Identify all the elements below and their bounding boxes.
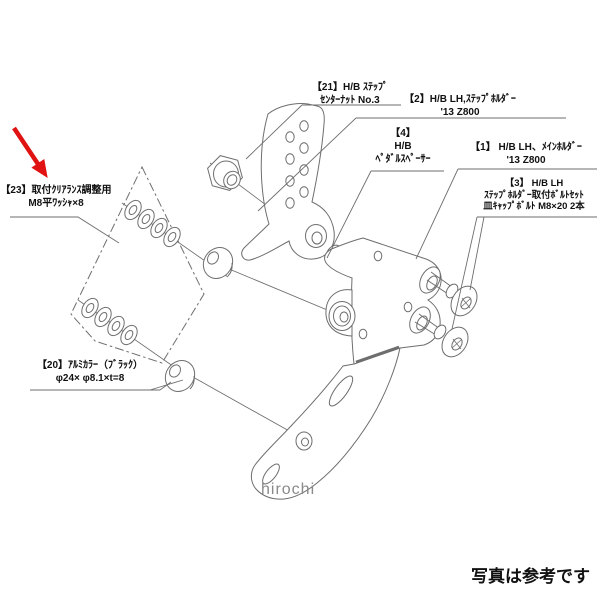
phantom-washer-plate: [70, 165, 205, 364]
label-part-2: 【2】H/B LH,ｽﾃｯﾌﾟﾎﾙﾀﾞｰ '13 Z800: [352, 93, 568, 119]
label-line: φ24× φ8.1×t=8: [55, 373, 125, 384]
watermark-text: hirochi: [261, 481, 316, 498]
label-line: H/B: [394, 141, 412, 152]
label-part-1: 【1】 H/B LH、ﾒｲﾝﾎﾙﾀﾞｰ '13 Z800: [452, 141, 600, 167]
label-line: '13 Z800: [506, 155, 546, 166]
leader-lines: [10, 104, 597, 391]
label-part-23: 【23】取付ｸﾘｱﾗﾝｽ調整用 M8平ﾜｯｼｬ×8: [0, 184, 112, 210]
label-line: '13 Z800: [440, 107, 480, 118]
label-line: M8平ﾜｯｼｬ×8: [28, 198, 84, 209]
main-holder-part: [250, 237, 442, 500]
label-line: 【3】 H/B LH: [504, 178, 564, 189]
mounting-bolt-2: [414, 313, 469, 358]
footer-note: 写真は参考です: [471, 567, 590, 586]
red-arrow-icon: [12, 126, 48, 179]
label-part-4: 【4】 H/B ﾍﾟﾀﾞﾙｽﾍﾟｰｻｰ: [362, 127, 444, 166]
label-line: ｾﾝﾀｰﾅｯﾄ No.3: [320, 95, 380, 106]
flat-washers-bottom-group: [81, 297, 138, 346]
flat-washers-top-group: [124, 199, 181, 248]
label-line: 【21】H/B ｽﾃｯﾌﾟ: [311, 82, 389, 93]
label-line: 【2】H/B LH,ｽﾃｯﾌﾟﾎﾙﾀﾞｰ: [404, 94, 516, 105]
label-line: ﾍﾟﾀﾞﾙｽﾍﾟｰｻｰ: [375, 154, 431, 165]
label-part-20: 【20】ｱﾙﾐｶﾗｰ（ﾌﾞﾗｯｸ） φ24× φ8.1×t=8: [18, 359, 162, 385]
label-part-21: 【21】H/B ｽﾃｯﾌﾟ ｾﾝﾀｰﾅｯﾄ No.3: [294, 81, 406, 107]
label-line: ｽﾃｯﾌﾟﾎﾙﾀﾞｰ取付ﾎﾞﾙﾄｾｯﾄ: [484, 189, 584, 201]
label-line: 【23】取付ｸﾘｱﾗﾝｽ調整用: [0, 185, 112, 196]
mounting-bolt-1: [426, 271, 478, 317]
label-line: 【1】 H/B LH、ﾒｲﾝﾎﾙﾀﾞｰ: [470, 142, 582, 153]
aluminum-collar-2: [164, 360, 196, 392]
step-pedal-part: [241, 103, 335, 261]
label-line: 皿ｷｬｯﾌﾟﾎﾞﾙﾄ M8×20 2本: [483, 201, 585, 212]
aluminum-collar-1: [202, 247, 234, 279]
label-line: 【4】: [390, 128, 416, 139]
label-part-3: 【3】 H/B LH ｽﾃｯﾌﾟﾎﾙﾀﾞｰ取付ﾎﾞﾙﾄｾｯﾄ 皿ｷｬｯﾌﾟﾎﾞﾙ…: [468, 178, 600, 213]
center-nut: [207, 155, 243, 191]
label-line: 【20】ｱﾙﾐｶﾗｰ（ﾌﾞﾗｯｸ）: [36, 360, 144, 371]
